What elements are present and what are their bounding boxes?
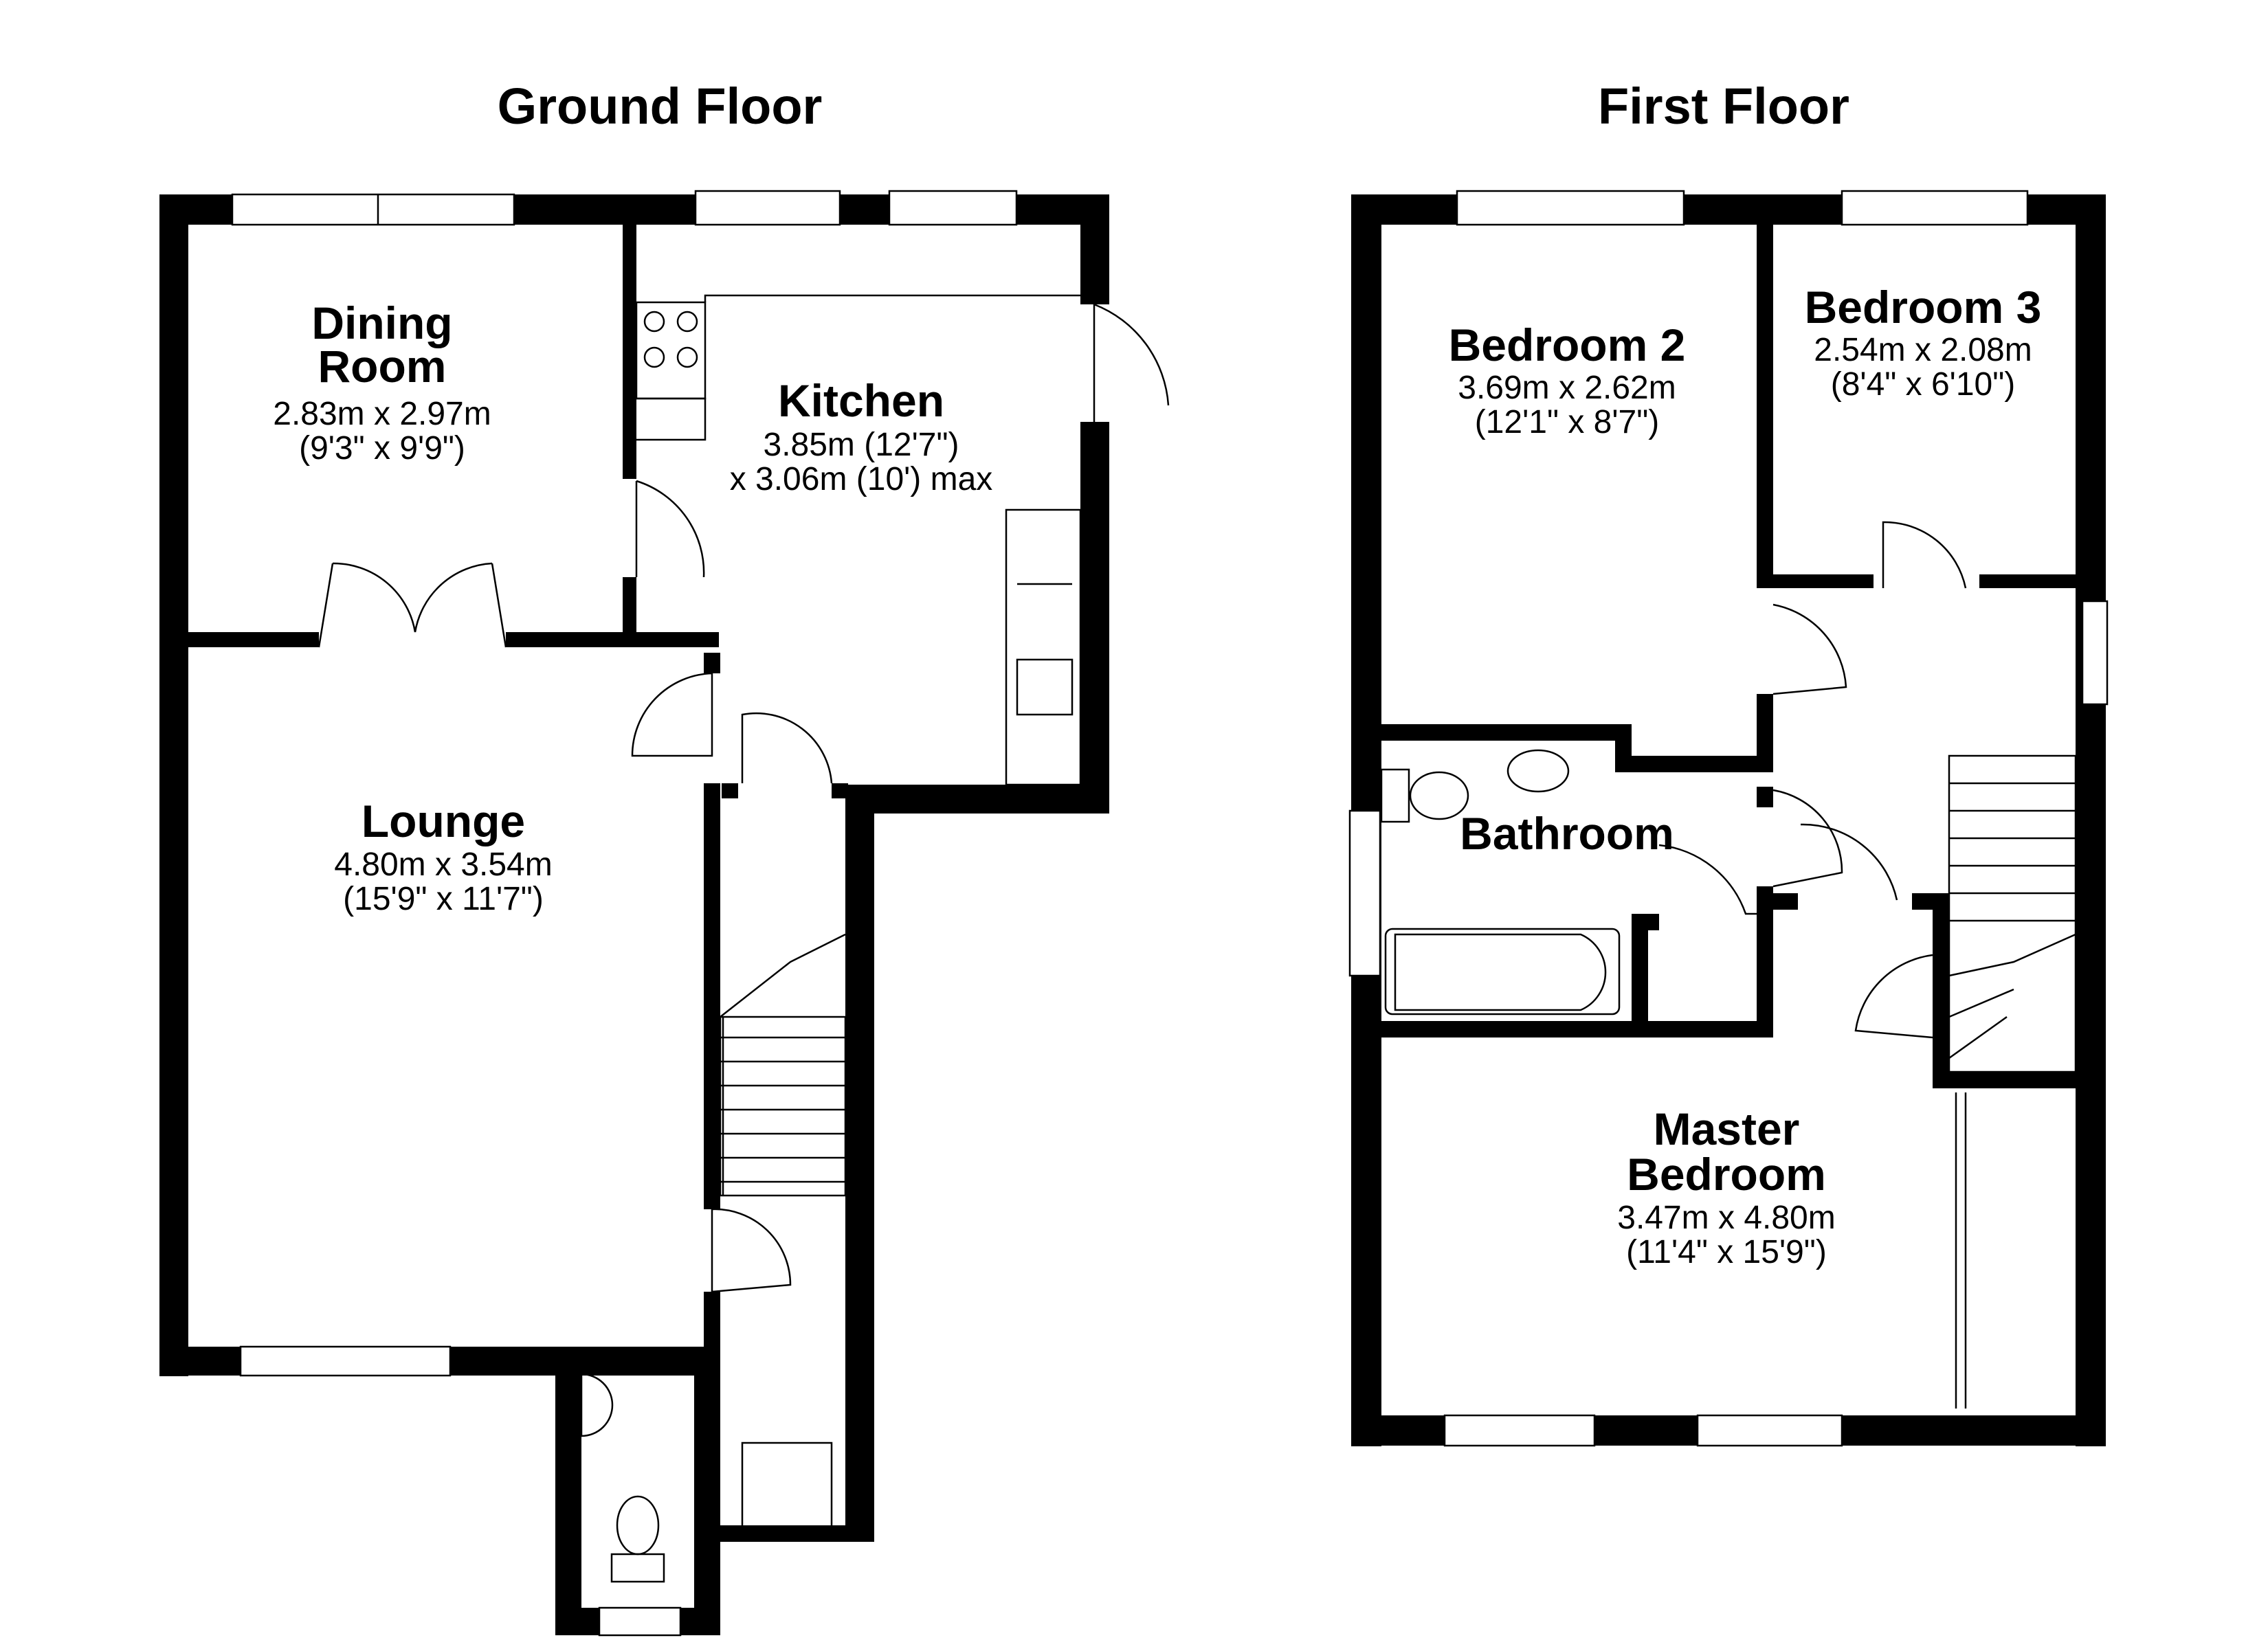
svg-text:Master: Master [1654, 1103, 1800, 1154]
wc-fittings [580, 1373, 665, 1583]
door-bathroom-inner [1658, 844, 1757, 915]
front-door [741, 1442, 833, 1525]
basin [1507, 749, 1570, 793]
room-label-master-bedroom: Master Bedroom 3.47m x 4.80m (11'4" x 15… [1617, 1103, 1835, 1270]
first-floor-doors [1658, 521, 1967, 1409]
window [1696, 1414, 1843, 1447]
ground-floor-title: Ground Floor [498, 78, 823, 135]
svg-text:4.80m x 3.54m: 4.80m x 3.54m [334, 846, 552, 883]
door-dining-kitchen [635, 480, 705, 578]
window [239, 1345, 452, 1377]
room-label-bathroom: Bathroom [1460, 808, 1674, 859]
window [1443, 1414, 1596, 1447]
ground-floor-stairs [719, 933, 847, 1197]
svg-text:(12'1" x 8'7"): (12'1" x 8'7") [1475, 404, 1660, 440]
first-floor: First Floor [1348, 78, 2109, 1447]
svg-text:Kitchen: Kitchen [778, 375, 944, 426]
door-lounge-hall-lower [711, 1208, 792, 1293]
door-cupboard [1854, 954, 1933, 1039]
basin [580, 1373, 614, 1437]
window [1841, 190, 2029, 226]
door-bathroom [1772, 789, 1843, 888]
first-floor-title: First Floor [1598, 78, 1849, 135]
svg-text:Lounge: Lounge [362, 796, 525, 846]
first-floor-windows [1348, 190, 2109, 1447]
svg-text:Dining: Dining [311, 298, 452, 348]
svg-text:3.47m x 4.80m: 3.47m x 4.80m [1617, 1200, 1835, 1236]
sink [1016, 658, 1074, 716]
room-label-bedroom-2: Bedroom 2 3.69m x 2.62m (12'1" x 8'7") [1449, 319, 1686, 440]
svg-text:x 3.06m (10') max: x 3.06m (10') max [730, 461, 993, 497]
svg-text:3.85m (12'7"): 3.85m (12'7") [764, 427, 959, 463]
svg-text:(9'3" x 9'9"): (9'3" x 9'9") [299, 430, 465, 467]
window [888, 190, 1018, 226]
svg-text:Room: Room [318, 341, 447, 392]
door-bedroom2 [1772, 603, 1847, 695]
svg-text:Bedroom 2: Bedroom 2 [1449, 319, 1686, 370]
room-label-bedroom-3: Bedroom 3 2.54m x 2.08m (8'4" x 6'10") [1805, 282, 2042, 403]
window [2081, 600, 2109, 706]
door-hall-kitchen [741, 712, 833, 784]
door-lounge-hall [631, 672, 713, 757]
ground-floor-windows [231, 190, 1018, 1637]
door-kitchen-back [1093, 303, 1170, 422]
ground-floor-doors [318, 303, 1170, 1525]
first-floor-stairs [1948, 754, 2077, 1073]
window [231, 193, 515, 226]
room-label-kitchen: Kitchen 3.85m (12'7") x 3.06m (10') max [730, 375, 993, 497]
window [598, 1606, 682, 1637]
toilet [1409, 771, 1469, 820]
bathroom-fittings [1380, 749, 1621, 1016]
door-bedroom3 [1882, 521, 1967, 589]
worktop-right [1005, 508, 1082, 786]
ground-floor: Ground Floor [159, 78, 1170, 1637]
window [1348, 809, 1381, 977]
svg-text:Bathroom: Bathroom [1460, 808, 1674, 859]
french-door-dining [318, 562, 507, 648]
kitchen-fittings [635, 294, 1082, 786]
svg-text:(11'4" x 15'9"): (11'4" x 15'9") [1626, 1234, 1827, 1270]
svg-text:2.83m x 2.97m: 2.83m x 2.97m [273, 396, 491, 432]
svg-text:Bedroom 3: Bedroom 3 [1805, 282, 2042, 333]
bath [1384, 928, 1621, 1016]
svg-text:(8'4" x 6'10"): (8'4" x 6'10") [1831, 366, 2016, 403]
svg-text:(15'9" x 11'7"): (15'9" x 11'7") [343, 881, 544, 917]
svg-text:2.54m x 2.08m: 2.54m x 2.08m [1814, 332, 2032, 368]
svg-text:3.69m x 2.62m: 3.69m x 2.62m [1458, 370, 1676, 406]
room-label-lounge: Lounge 4.80m x 3.54m (15'9" x 11'7") [334, 796, 552, 917]
ground-floor-walls [159, 194, 1109, 1635]
room-label-dining-room: Dining Room 2.83m x 2.97m (9'3" x 9'9") [273, 298, 491, 467]
toilet [616, 1495, 660, 1556]
door-master [1800, 823, 1898, 901]
window [1456, 190, 1685, 226]
window [694, 190, 841, 226]
svg-text:Bedroom: Bedroom [1627, 1149, 1826, 1200]
